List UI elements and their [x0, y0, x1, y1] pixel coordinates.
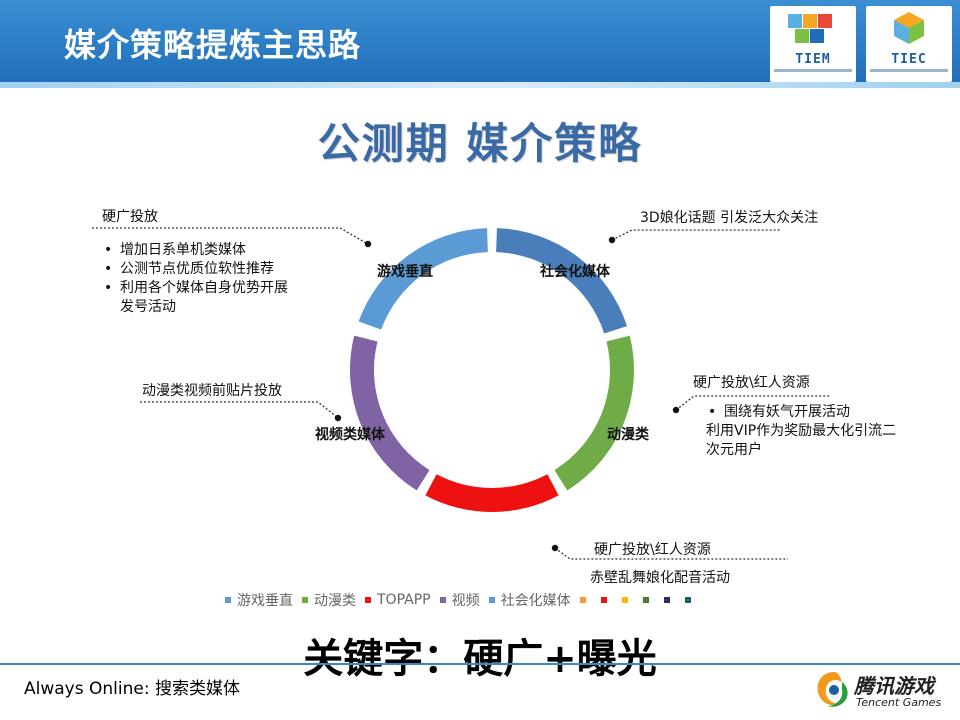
legend-item: TOPAPP	[365, 592, 431, 608]
tiem-cube-icon	[788, 14, 832, 43]
legend-swatch	[439, 597, 446, 603]
tiec-logo: TIEC	[866, 6, 952, 82]
connector-top-right	[611, 229, 780, 241]
connector-middle-right	[675, 395, 830, 411]
connector-middle-left	[140, 401, 339, 419]
ring-segment-social-media	[496, 228, 628, 334]
legend-swatch	[302, 597, 308, 603]
legend-swatch	[579, 597, 586, 603]
list-item: 围绕有妖气开展活动	[708, 403, 850, 422]
tiec-cube-icon	[894, 12, 924, 44]
legend-item	[684, 597, 697, 603]
legend-item	[663, 597, 676, 603]
tencent-games-swirl-icon	[817, 672, 848, 707]
legend-swatch	[684, 597, 691, 603]
segment-label-social-media: 社会化媒体	[540, 264, 610, 280]
legend-swatch	[488, 597, 495, 603]
legend-swatch	[365, 597, 371, 603]
note-bottom-line: 赤壁乱舞娘化配音活动	[590, 570, 730, 586]
footer-always-online: Always Online: 搜索类媒体	[24, 679, 240, 699]
note-middle-right-bullets: 围绕有妖气开展活动	[708, 403, 850, 422]
slide-header-title: 媒介策略提炼主思路	[64, 26, 362, 64]
ring-segment-anime	[554, 335, 634, 491]
note-middle-right-line-1: 利用VIP作为奖励最大化引流二	[706, 423, 897, 439]
legend-item	[600, 597, 613, 603]
legend-item	[579, 597, 592, 603]
legend-item: 游戏垂直	[225, 590, 293, 610]
legend-label: 社会化媒体	[500, 593, 571, 609]
legend-swatch	[600, 597, 607, 603]
note-middle-left-title: 动漫类视频前贴片投放	[142, 383, 282, 399]
note-middle-right-title: 硬广投放\红人资源	[693, 375, 810, 391]
tiem-logo: TIEM	[770, 6, 856, 82]
segment-label-topapp: TOPAPP	[462, 520, 524, 536]
list-item: 利用各个媒体自身优势开展	[104, 279, 288, 298]
legend-swatch	[621, 597, 628, 603]
connector-top-left	[92, 227, 369, 245]
segment-label-video-media: 视频类媒体	[315, 427, 385, 443]
connector-dots	[334, 236, 680, 552]
keyword-text: 关键字：硬广+曝光	[303, 636, 657, 682]
note-middle-right-line-2: 次元用户	[706, 442, 762, 458]
footer-logo-cn: 腾讯游戏	[854, 674, 934, 698]
header-bar: 媒介策略提炼主思路 TIEM TIEC	[0, 0, 960, 88]
segment-label-anime: 动漫类	[607, 427, 649, 443]
ring-segment-topapp	[425, 474, 559, 512]
legend-swatch	[642, 597, 649, 603]
list-item: 公测节点优质位软性推荐	[104, 260, 288, 279]
ring-segment-game-vertical	[358, 228, 488, 330]
legend-swatch	[225, 597, 231, 603]
footer-logo-en: Tencent Games	[856, 696, 942, 709]
legend-item	[621, 597, 634, 603]
legend-swatch	[663, 597, 670, 603]
note-top-right-title: 3D娘化话题 引发泛大众关注	[640, 210, 819, 226]
legend-item: 动漫类	[302, 590, 356, 610]
legend-label: TOPAPP	[377, 592, 431, 608]
legend-label: 游戏垂直	[237, 593, 293, 609]
legend-label: 视频	[451, 593, 480, 609]
ring-segment-video-media	[350, 335, 430, 491]
list-item: 增加日系单机类媒体	[104, 241, 288, 260]
note-top-left-bullets: 增加日系单机类媒体 公测节点优质位软性推荐 利用各个媒体自身优势开展	[104, 241, 288, 298]
note-bottom-title: 硬广投放\红人资源	[594, 542, 711, 558]
note-top-left-title: 硬广投放	[102, 209, 158, 225]
footer-divider	[0, 663, 960, 665]
segment-label-game-vertical: 游戏垂直	[377, 264, 433, 280]
tencent-games-logo: 腾讯游戏 Tencent Games	[814, 668, 944, 714]
legend-label: 动漫类	[314, 593, 356, 609]
legend-item: 视频	[439, 590, 480, 610]
connector-lines	[92, 227, 830, 560]
tiec-logo-text: TIEC	[891, 52, 927, 67]
legend: 游戏垂直 动漫类 TOPAPP 视频 社会化媒体	[225, 590, 706, 610]
tiem-logo-text: TIEM	[795, 52, 831, 67]
legend-item: 社会化媒体	[488, 590, 571, 610]
slide-main-title: 公测期 媒介策略	[317, 119, 643, 168]
legend-item	[642, 597, 655, 603]
note-top-left-continuation: 发号活动	[120, 299, 176, 315]
